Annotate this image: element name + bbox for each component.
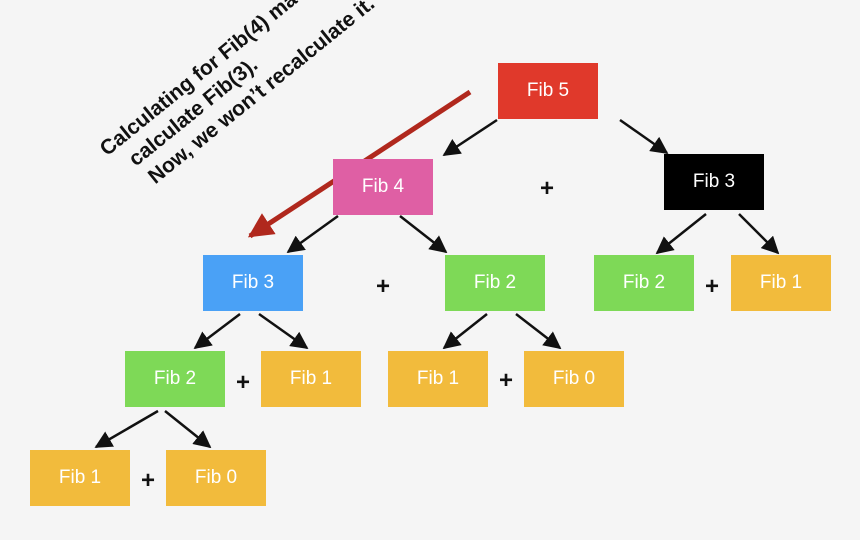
edge-fib2-left-to-fib0-b <box>164 410 212 449</box>
plus-sign: + <box>498 367 514 394</box>
edge-fib3-left-to-fib1-a <box>258 312 309 350</box>
node-fib3-right: Fib 3 <box>664 154 764 210</box>
node-label: Fib 4 <box>361 176 405 197</box>
edge-fib5-to-fib4 <box>442 118 498 157</box>
node-fib2-mid: Fib 2 <box>445 255 545 311</box>
node-label: Fib 0 <box>194 467 238 488</box>
edge-fib2-mid-to-fib0-a <box>515 313 562 350</box>
node-label: Fib 2 <box>153 368 197 389</box>
node-fib1-right: Fib 1 <box>731 255 831 311</box>
node-fib1-b: Fib 1 <box>388 351 488 407</box>
edge-fib4-to-fib3-left <box>286 214 339 254</box>
node-label: Fib 5 <box>526 80 570 101</box>
node-label: Fib 2 <box>473 272 517 293</box>
node-fib4: Fib 4 <box>333 159 433 215</box>
node-label: Fib 1 <box>416 368 460 389</box>
node-label: Fib 3 <box>231 272 275 293</box>
node-label: Fib 1 <box>289 368 333 389</box>
plus-sign: + <box>235 369 251 396</box>
node-fib2-left: Fib 2 <box>125 351 225 407</box>
plus-sign: + <box>704 273 720 300</box>
node-label: Fib 0 <box>552 368 596 389</box>
edge-fib4-to-fib2-mid <box>399 215 448 254</box>
edge-fib3-left-to-fib2-left <box>193 313 241 350</box>
node-label: Fib 1 <box>58 467 102 488</box>
plus-sign: + <box>140 467 156 494</box>
node-fib5-root: Fib 5 <box>498 63 598 119</box>
node-label: Fib 2 <box>622 272 666 293</box>
plus-sign: + <box>539 175 555 202</box>
node-fib3-left: Fib 3 <box>203 255 303 311</box>
edge-fib2-mid-to-fib1-b <box>442 313 488 350</box>
edge-fib2-left-to-fib1-c <box>94 409 159 449</box>
edge-fib3-right-to-fib2-right <box>655 213 707 255</box>
node-label: Fib 1 <box>759 272 803 293</box>
edge-fib5-to-fib3-right <box>619 118 669 155</box>
node-fib0-a: Fib 0 <box>524 351 624 407</box>
node-fib2-right: Fib 2 <box>594 255 694 311</box>
node-fib0-b: Fib 0 <box>166 450 266 506</box>
node-fib1-c: Fib 1 <box>30 450 130 506</box>
node-label: Fib 3 <box>692 171 736 192</box>
node-fib1-a: Fib 1 <box>261 351 361 407</box>
edge-fib3-right-to-fib1-right <box>738 213 780 255</box>
plus-sign: + <box>375 273 391 300</box>
